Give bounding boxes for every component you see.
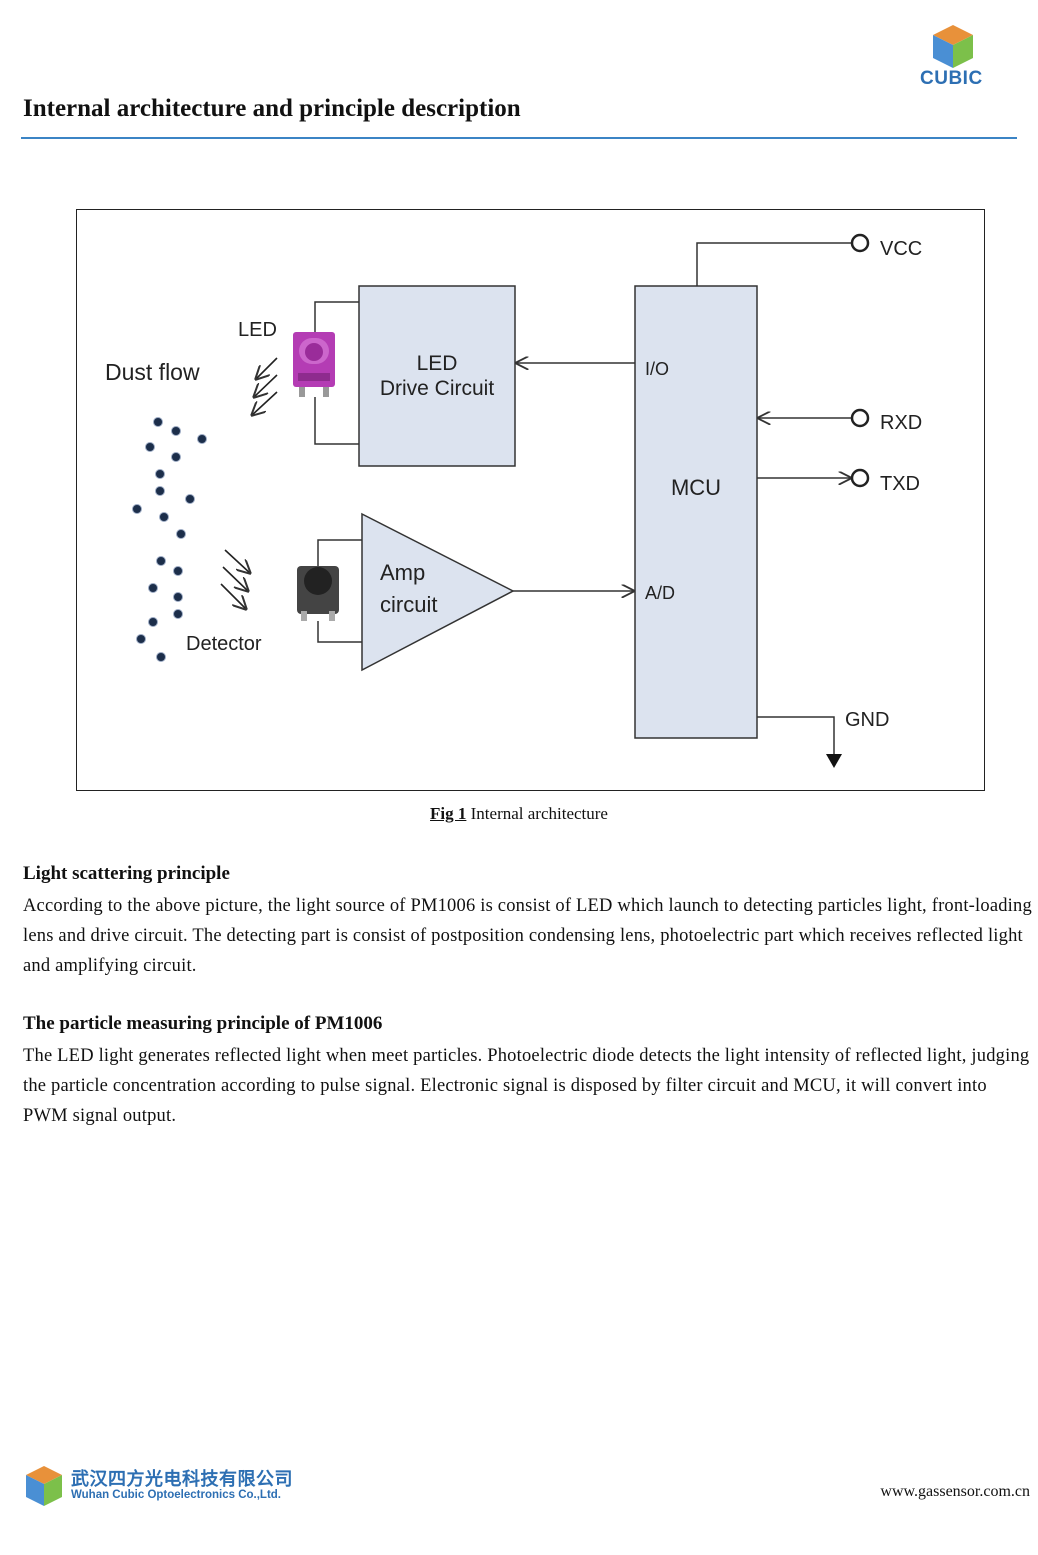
vcc-label: VCC xyxy=(880,238,922,260)
led-drive-label-line2: Drive Circuit xyxy=(380,377,495,400)
architecture-diagram: Dust flow LED LED Drive Circuit Detector… xyxy=(105,233,922,768)
vcc-terminal-icon xyxy=(850,233,870,253)
rxd-label: RXD xyxy=(880,412,922,434)
figure-caption: Fig 1 Internal architecture xyxy=(0,804,1038,824)
mcu-label: MCU xyxy=(671,475,721,500)
cubic-logo-text: CUBIC xyxy=(920,68,983,89)
gnd-label: GND xyxy=(845,709,889,731)
mcu-block xyxy=(634,285,758,739)
footer-company-name-cn: 武汉四方光电科技有限公司 xyxy=(71,1469,293,1490)
photodiode-detector-icon xyxy=(297,566,339,621)
io-label: I/O xyxy=(645,359,669,379)
dust-particles xyxy=(132,417,207,662)
txd-label: TXD xyxy=(880,473,920,495)
dust-flow-label: Dust flow xyxy=(105,359,200,385)
section-heading-measuring-principle: The particle measuring principle of PM10… xyxy=(23,1013,383,1034)
amp-label-line1: Amp xyxy=(380,560,425,585)
led-label: LED xyxy=(238,319,277,341)
footer-cube-logo-icon xyxy=(26,1466,62,1506)
footer-website[interactable]: www.gassensor.com.cn xyxy=(880,1483,1030,1500)
detector-incoming-arrows-icon xyxy=(220,549,251,610)
ad-label: A/D xyxy=(645,583,675,603)
amp-circuit-block xyxy=(361,512,515,672)
section-body-measuring-principle: The LED light generates reflected light … xyxy=(23,1046,1030,1126)
gnd-line xyxy=(757,716,835,758)
led-emission-arrows-icon xyxy=(251,357,278,416)
led-drive-circuit-block xyxy=(358,285,516,467)
detector-label: Detector xyxy=(186,633,262,655)
page-title: Internal architecture and principle desc… xyxy=(23,95,521,122)
txd-terminal-icon xyxy=(850,468,870,488)
led-drive-label-line1: LED xyxy=(417,352,458,375)
cubic-logo-icon xyxy=(933,25,973,68)
section-heading-light-scattering: Light scattering principle xyxy=(23,863,230,884)
amp-label-line2: circuit xyxy=(380,592,437,617)
rxd-terminal-icon xyxy=(850,408,870,428)
architecture-figure: Dust flow LED LED Drive Circuit Detector… xyxy=(76,209,985,791)
figure-caption-text: Internal architecture xyxy=(466,804,608,823)
led-icon xyxy=(293,332,335,397)
figure-caption-label: Fig 1 xyxy=(430,804,467,823)
title-divider xyxy=(21,137,1017,139)
vcc-line xyxy=(696,242,852,286)
section-body-light-scattering: According to the above picture, the ligh… xyxy=(23,896,1032,976)
footer-company-name-en: Wuhan Cubic Optoelectronics Co.,Ltd. xyxy=(71,1489,281,1501)
ground-arrow-icon xyxy=(826,754,842,768)
